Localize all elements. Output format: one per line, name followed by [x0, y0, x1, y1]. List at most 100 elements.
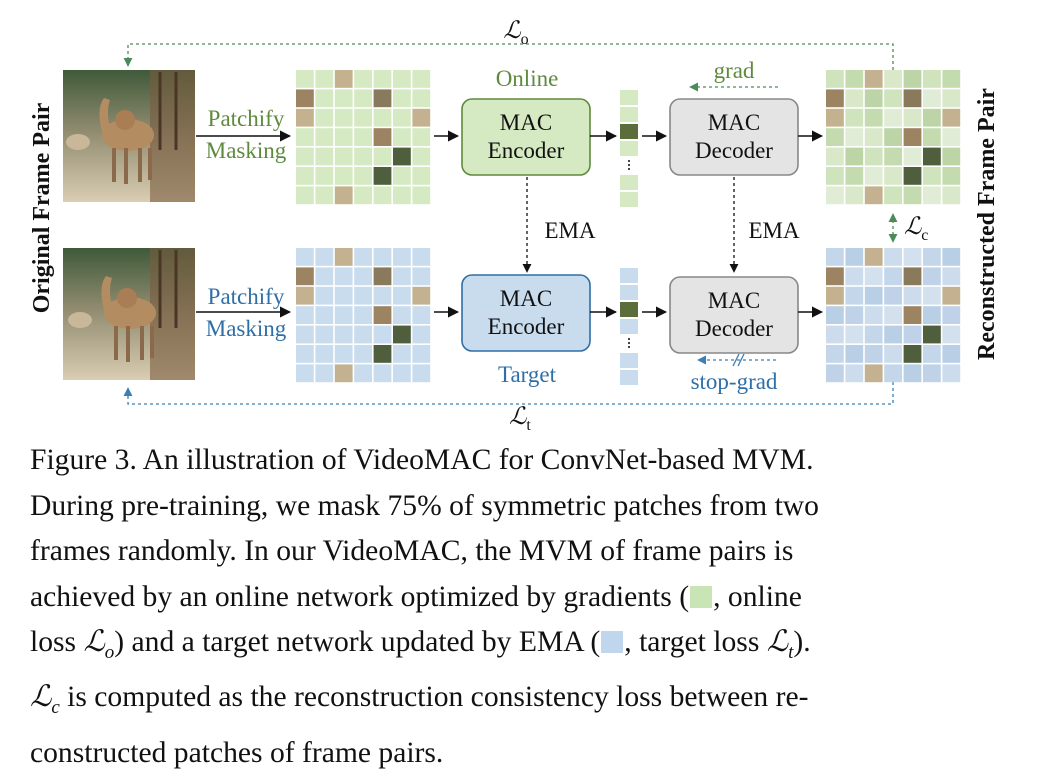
patch	[884, 147, 902, 166]
patch	[903, 364, 922, 383]
patch	[296, 267, 314, 286]
online-decoder-line1: MAC	[708, 110, 760, 135]
patch	[315, 345, 334, 363]
patch	[845, 364, 864, 383]
patch	[315, 167, 334, 185]
caption-line-7: constructed patches of frame pairs.	[30, 736, 444, 769]
patch	[923, 286, 941, 305]
patch	[903, 286, 922, 305]
patch	[884, 325, 902, 344]
patch	[412, 345, 431, 363]
patch	[942, 267, 961, 286]
patch	[412, 89, 431, 108]
patch	[412, 306, 431, 324]
reconstructed-frame-pair-label: Reconstructed Frame Pair	[974, 88, 1000, 360]
caption-line-2: During pre-training, we mask 75% of symm…	[30, 489, 819, 522]
feature-cell	[620, 124, 638, 139]
patch	[864, 248, 883, 266]
patch	[884, 286, 902, 305]
patch	[845, 89, 864, 108]
patch	[412, 267, 431, 286]
patch	[864, 267, 883, 286]
patch	[296, 70, 314, 88]
patch	[826, 89, 844, 108]
patch	[864, 325, 883, 344]
online-encoder-line1: MAC	[500, 110, 552, 135]
patch	[334, 186, 353, 205]
patch	[393, 345, 411, 363]
patch	[315, 186, 334, 205]
feature-cell	[620, 90, 638, 105]
patch	[942, 128, 961, 146]
patch	[393, 128, 411, 146]
patch	[296, 325, 314, 344]
patch	[826, 267, 844, 286]
patch	[373, 325, 392, 344]
feature-cell	[620, 107, 638, 122]
online-feature-column	[620, 90, 638, 207]
patch	[884, 128, 902, 146]
online-patchify-label: Patchify	[208, 106, 285, 131]
patch	[334, 345, 353, 363]
patch	[373, 70, 392, 88]
ellipsis-dot	[627, 159, 631, 163]
patch	[942, 89, 961, 108]
feature-cell	[620, 285, 638, 300]
patch	[826, 248, 844, 266]
patch	[296, 345, 314, 363]
patch	[354, 345, 372, 363]
patch	[942, 186, 961, 205]
patch	[393, 186, 411, 205]
feature-cell	[620, 370, 638, 385]
patch	[942, 70, 961, 88]
patch	[826, 70, 844, 88]
online-mac-decoder-box	[669, 98, 799, 176]
target-masked-patch-grid	[296, 248, 431, 383]
feature-cell	[620, 141, 638, 156]
feature-cell	[620, 268, 638, 283]
patch	[334, 167, 353, 185]
patch	[315, 364, 334, 383]
patch	[296, 306, 314, 324]
patch	[354, 167, 372, 185]
patch	[903, 167, 922, 185]
patch	[923, 248, 941, 266]
ellipsis-dot	[627, 163, 631, 167]
patch	[826, 286, 844, 305]
patch	[845, 267, 864, 286]
patch	[845, 128, 864, 146]
target-mac-decoder-box	[669, 276, 799, 354]
online-loss-label: ℒo	[503, 18, 528, 48]
patch	[354, 186, 372, 205]
patch	[393, 108, 411, 127]
patch	[864, 89, 883, 108]
patch	[354, 306, 372, 324]
patch	[354, 248, 372, 266]
patch	[373, 128, 392, 146]
patch	[354, 286, 372, 305]
patch	[826, 325, 844, 344]
patch	[354, 89, 372, 108]
patch	[864, 128, 883, 146]
caption-line-6: ℒc is computed as the reconstruction con…	[30, 681, 809, 719]
patch	[845, 167, 864, 185]
patch	[845, 70, 864, 88]
figure-caption: Figure 3. An illustration of VideoMAC fo…	[30, 438, 1015, 776]
patch	[942, 325, 961, 344]
patch	[373, 89, 392, 108]
patch	[923, 89, 941, 108]
original-frame-bottom	[63, 248, 195, 380]
patch	[354, 70, 372, 88]
patch	[864, 286, 883, 305]
patch	[315, 325, 334, 344]
patch	[373, 108, 392, 127]
patch	[923, 325, 941, 344]
consistency-loss-label: ℒc	[904, 214, 928, 244]
patch	[412, 167, 431, 185]
target-decoder-line1: MAC	[708, 288, 760, 313]
patch	[923, 306, 941, 324]
patch	[942, 364, 961, 383]
patch	[373, 364, 392, 383]
caption-line-5: loss ℒo) and a target network updated by…	[30, 626, 811, 663]
caption-line-3: frames randomly. In our VideoMAC, the MV…	[30, 535, 794, 567]
